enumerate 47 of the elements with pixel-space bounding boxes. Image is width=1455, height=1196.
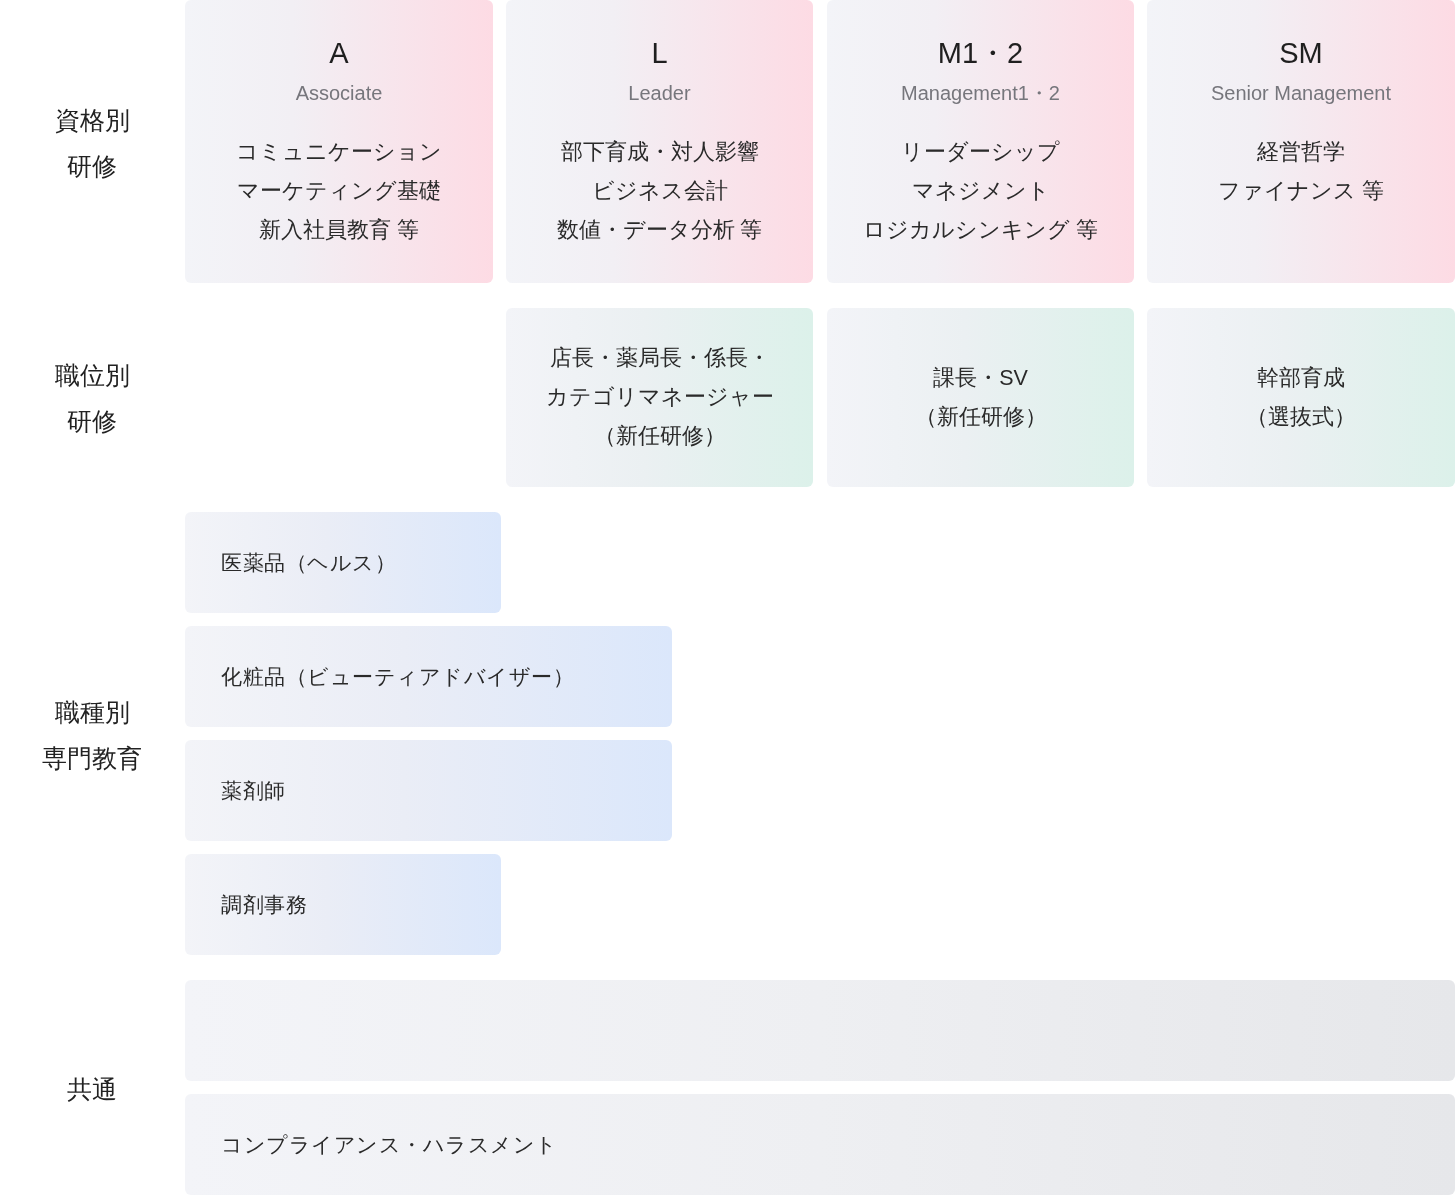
common-training-bar (185, 1094, 1455, 1195)
job-training-bar (185, 626, 672, 727)
position-card (1147, 308, 1455, 487)
job-training-bar (185, 740, 672, 841)
row-heading: 職種別専門教育 (42, 697, 142, 774)
grade-name: Leader (628, 81, 691, 106)
grade-code: A (329, 36, 349, 71)
grade-card (185, 0, 493, 283)
course-note: （新任研修） (593, 423, 726, 450)
course-name: 医薬品（ヘルス） (221, 549, 396, 576)
course-item: ロジカルシンキング 等 (863, 217, 1098, 244)
job-training-bar (185, 512, 501, 613)
course-name: コンプライアンス・ハラスメント (221, 1131, 558, 1158)
row-heading: 資格別研修 (54, 105, 130, 182)
position-title: 幹部育成 (1257, 364, 1345, 392)
course-item: ビジネス会計 (591, 178, 728, 205)
grade-card (506, 0, 813, 283)
job-training-bar (185, 854, 501, 955)
position-title: 店長・薬局長・係長・カテゴリマネージャー (545, 345, 774, 411)
row-heading: 職位別研修 (54, 360, 130, 437)
position-card (506, 308, 813, 487)
course-item: 経営哲学 (1257, 139, 1345, 166)
grade-code: SM (1279, 36, 1323, 71)
grade-name: Associate (295, 81, 383, 106)
course-note: （選抜式） (1246, 403, 1356, 431)
course-item: リーダーシップ (901, 139, 1060, 166)
common-training-bar (185, 980, 1455, 1081)
position-title: 課長・SV (933, 364, 1028, 392)
grade-card (1147, 0, 1455, 283)
course-note: （新任研修） (914, 403, 1047, 431)
course-item: 数値・データ分析 等 (556, 217, 763, 244)
position-card (827, 308, 1134, 487)
grade-card (827, 0, 1134, 283)
grade-name: Management1・2 (901, 81, 1060, 106)
grade-name: Senior Management (1210, 81, 1392, 106)
course-name: 調剤事務 (221, 891, 307, 918)
course-name: 化粧品（ビューティアドバイザー） (221, 663, 574, 690)
course-item: ファイナンス 等 (1218, 178, 1384, 205)
course-name: 薬剤師 (221, 777, 286, 804)
grade-code: M1・2 (937, 36, 1024, 71)
course-item: 部下育成・対人影響 (560, 139, 759, 166)
row-heading: 共通 (67, 1074, 117, 1105)
course-item: マーケティング基礎 (237, 178, 441, 205)
course-item: 新入社員教育 等 (259, 217, 419, 244)
grade-code: L (651, 36, 668, 71)
course-item: コミュニケーション (236, 139, 442, 166)
course-item: マネジメント (911, 178, 1050, 205)
